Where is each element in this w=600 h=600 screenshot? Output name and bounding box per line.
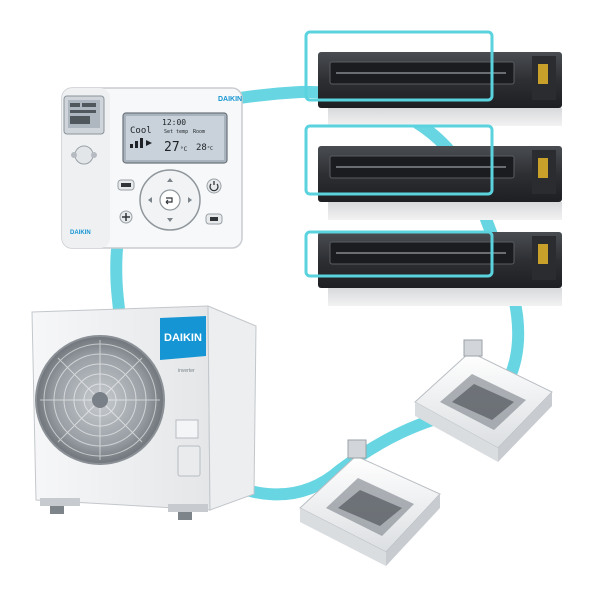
set-temp-label: Set temp xyxy=(164,129,188,135)
set-temp-unit: °C xyxy=(180,146,188,153)
controller-brand-logo: DAIKIN xyxy=(218,96,242,103)
cassette-unit-2 xyxy=(299,439,441,566)
power-icon xyxy=(209,181,219,192)
outdoor-brand-logo: DAIKIN xyxy=(164,332,202,344)
remote-controller: DAIKIN DAIKIN 12:00 Cool Set temp Room 2… xyxy=(61,87,243,249)
menu-button[interactable] xyxy=(117,179,135,191)
ducted-highlight-2 xyxy=(304,124,494,196)
timer-button[interactable] xyxy=(205,213,223,225)
refrigerant-piping xyxy=(110,85,525,501)
clock-display: 12:00 xyxy=(162,118,186,127)
ducted-unit-3 xyxy=(304,230,562,306)
inverter-badge: inverter xyxy=(178,368,195,374)
ducted-unit-1 xyxy=(304,30,562,126)
swing-button[interactable] xyxy=(119,210,133,224)
right-arrow-icon[interactable] xyxy=(188,197,192,203)
timer-icon xyxy=(210,217,218,221)
pipe-loop xyxy=(110,85,525,501)
down-arrow-icon[interactable] xyxy=(167,218,173,222)
room-temp-value: 28 xyxy=(196,143,207,153)
service-panel xyxy=(175,419,199,439)
power-button[interactable] xyxy=(206,178,222,194)
ducted-unit-2 xyxy=(304,124,562,220)
outdoor-unit: DAIKIN inverter xyxy=(31,305,257,520)
ducted-highlight-3 xyxy=(304,230,494,278)
cassette-unit-1 xyxy=(414,339,553,462)
room-label: Room xyxy=(193,129,205,135)
room-temp-unit: °C xyxy=(207,146,213,152)
small-remote-logo: DAIKIN xyxy=(70,230,91,236)
fan-speed-icon xyxy=(130,138,152,148)
enter-icon xyxy=(165,197,173,205)
mode-display: Cool xyxy=(130,126,152,136)
left-arrow-icon[interactable] xyxy=(148,197,152,203)
set-temp-value: 27 xyxy=(164,140,180,155)
small-remote: DAIKIN xyxy=(63,95,105,236)
up-arrow-icon[interactable] xyxy=(167,178,173,182)
ducted-highlight-1 xyxy=(304,30,494,102)
menu-icon xyxy=(121,183,131,187)
swing-icon xyxy=(122,213,130,221)
enter-button[interactable] xyxy=(159,189,181,211)
